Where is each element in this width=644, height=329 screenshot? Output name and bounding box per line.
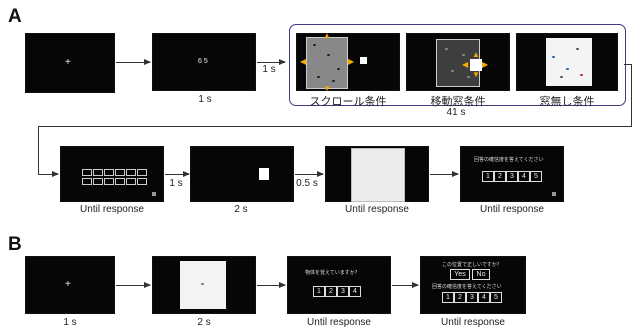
rating-option[interactable]: 1: [482, 171, 494, 182]
object: [566, 68, 569, 70]
condition-label-no-window: 窓無し条件: [516, 93, 618, 109]
fixation-screen: +: [25, 256, 115, 314]
rating-option[interactable]: 4: [518, 171, 530, 182]
object: [576, 48, 579, 50]
memory-option[interactable]: 1: [313, 286, 325, 297]
duration-label: Until response: [460, 204, 564, 215]
moving-window-screen: ▲ ▼ ◀ ▶: [406, 33, 510, 91]
arrow: [295, 174, 323, 175]
object: [467, 76, 470, 78]
duration-label: Until response: [60, 204, 164, 215]
object: [313, 44, 316, 46]
arrow-right-icon: ▶: [348, 58, 354, 66]
duration-label: 0.5 s: [292, 178, 322, 189]
rating-option[interactable]: 3: [506, 171, 518, 182]
object: [317, 76, 320, 78]
rating-option[interactable]: 1: [442, 292, 454, 303]
memory-question: 物体を覚えていますか？: [305, 269, 360, 276]
rating-option[interactable]: 2: [494, 171, 506, 182]
arrow-up-icon: ▲: [472, 51, 480, 59]
scene-view: [306, 37, 348, 89]
digits-stimulus: 6 5: [198, 57, 208, 67]
arrow: [38, 174, 58, 175]
arrow-left-icon: ◀: [462, 61, 468, 69]
no-window-screen: [516, 33, 618, 91]
confidence-screen: 回答の確信度を答えてください 1 2 3 4 5: [460, 146, 564, 202]
panel-label-b: B: [8, 234, 22, 256]
object: [201, 283, 204, 285]
duration-label: Until response: [420, 317, 526, 328]
object: [327, 54, 330, 56]
duration-label: 1 s: [190, 94, 220, 105]
duration-label: Until response: [325, 204, 429, 215]
duration-label: 2 s: [226, 204, 256, 215]
object-screen: [152, 256, 256, 314]
object: [445, 48, 448, 50]
duration-label: 1 s: [55, 317, 85, 328]
rating-option[interactable]: 3: [466, 292, 478, 303]
memory-option[interactable]: 4: [349, 286, 361, 297]
window-marker: [360, 57, 367, 64]
duration-label: 2 s: [189, 317, 219, 328]
arrow: [257, 285, 285, 286]
object: [560, 76, 563, 78]
position-question-screen: この位置で正しいですか？ Yes No 回答の確信度を答えてください 1 2 3…: [420, 256, 526, 314]
memory-option[interactable]: 3: [337, 286, 349, 297]
arrow-down-icon: ▼: [472, 71, 480, 79]
object-screen: [190, 146, 294, 202]
arrow: [257, 62, 285, 63]
connector: [38, 126, 632, 127]
panel-label-a: A: [8, 6, 22, 28]
fixation-cross: +: [65, 280, 71, 290]
object: [337, 68, 340, 70]
corner-marker: [152, 192, 156, 196]
duration-label: 1 s: [162, 178, 190, 189]
rating-option[interactable]: 2: [454, 292, 466, 303]
position-question: この位置で正しいですか？: [442, 261, 502, 268]
object: [552, 56, 555, 58]
arrow-up-icon: ▲: [323, 32, 331, 40]
arrow: [165, 174, 189, 175]
object-image: [259, 168, 269, 180]
object: [451, 70, 454, 72]
rating-option[interactable]: 5: [490, 292, 502, 303]
condition-label-moving-window: 移動窓条件: [406, 93, 510, 109]
memory-question-screen: 物体を覚えていますか？ 1 2 3 4: [287, 256, 391, 314]
arrow-down-icon: ▼: [323, 85, 331, 93]
no-button[interactable]: No: [472, 269, 490, 280]
rating-option[interactable]: 5: [530, 171, 542, 182]
mask-screen: [325, 146, 429, 202]
mask-pattern: [351, 148, 405, 202]
condition-label-scroll: スクロール条件: [296, 93, 400, 109]
object: [580, 74, 583, 76]
fixation-cross: +: [65, 58, 71, 68]
connector: [631, 64, 632, 126]
memory-option[interactable]: 2: [325, 286, 337, 297]
duration-label: 1 s: [255, 64, 283, 75]
confidence-question: 回答の確信度を答えてください: [432, 283, 502, 290]
arrow: [116, 285, 150, 286]
object-image: [180, 261, 226, 309]
scene-view: [546, 38, 592, 86]
corner-marker: [552, 192, 556, 196]
connector: [38, 126, 39, 174]
scroll-condition-screen: ▲ ▼ ◀ ▶: [296, 33, 400, 91]
arrow: [430, 174, 458, 175]
arrow: [116, 62, 150, 63]
fixation-screen: +: [25, 33, 115, 93]
report-grid-screen: [60, 146, 164, 202]
object: [332, 80, 335, 82]
digit-grid: [82, 169, 142, 185]
arrow: [392, 285, 418, 286]
arrow-left-icon: ◀: [300, 58, 306, 66]
confidence-question: 回答の確信度を答えてください: [474, 156, 544, 163]
yes-button[interactable]: Yes: [450, 269, 470, 280]
rating-option[interactable]: 4: [478, 292, 490, 303]
duration-label: Until response: [287, 317, 391, 328]
object: [462, 54, 465, 56]
arrow-right-icon: ▶: [482, 61, 488, 69]
digit-screen: 6 5: [152, 33, 256, 91]
